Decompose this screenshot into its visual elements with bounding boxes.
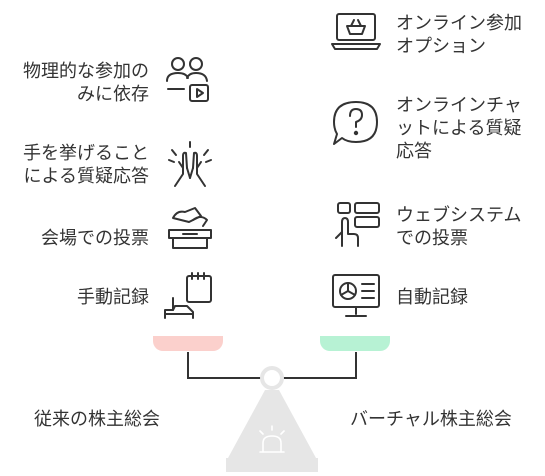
right-item-3-text: ウェブシステム での投票	[396, 205, 522, 249]
web-voting-icon	[332, 200, 382, 250]
traditional-meeting-label: 従来の株主総会	[34, 409, 160, 430]
ballot-box-icon	[165, 206, 215, 250]
stand-light-icon	[259, 425, 285, 453]
virtual-meeting-label: バーチャル株主総会	[350, 409, 512, 430]
raised-hands-icon	[163, 138, 217, 192]
laptop-basket-icon	[330, 10, 382, 52]
virtual-pan	[320, 336, 390, 351]
people-screen-icon	[164, 54, 214, 104]
left-item-4-text: 手動記録	[77, 287, 149, 308]
traditional-pan	[153, 336, 223, 351]
right-item-2-text: オンラインチャ ットによる質疑 応答	[396, 95, 522, 162]
scale-base	[226, 458, 318, 472]
left-item-2-text: 手を挙げること による質疑応答	[23, 143, 149, 187]
left-item-3-text: 会場での投票	[41, 228, 149, 249]
scale-stand	[228, 390, 316, 458]
monitor-chart-icon	[330, 272, 382, 320]
right-item-4-text: 自動記録	[396, 287, 468, 308]
chat-question-icon	[330, 98, 382, 150]
right-item-1-text: オンライン参加 オプション	[396, 13, 522, 57]
scale-pivot	[260, 366, 284, 390]
left-item-1-text: 物理的な参加の みに依存	[23, 61, 149, 105]
notepad-pen-icon	[163, 272, 217, 320]
